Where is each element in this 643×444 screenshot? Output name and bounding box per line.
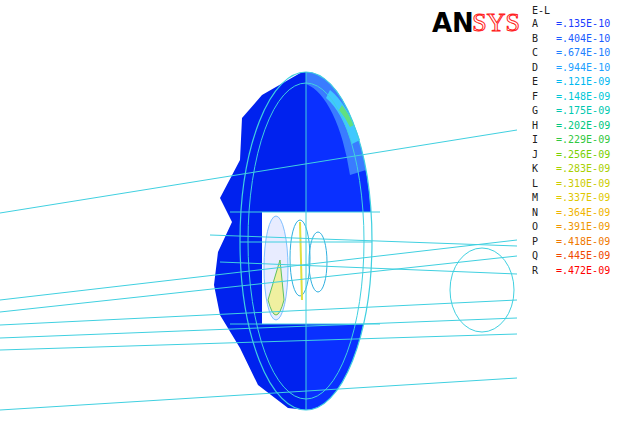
contour-value: =.121E-09: [556, 76, 610, 87]
legend-entry: =.283E-09: [556, 164, 610, 174]
contour-value: =.135E-10: [556, 18, 610, 29]
logo-text: SYS: [472, 8, 520, 38]
legend-entry: =.445E-09: [556, 251, 610, 261]
legend-entry: =.674E-10: [556, 48, 610, 58]
contour-letter: Q: [532, 251, 538, 261]
legend-entry: =.148E-09: [556, 92, 610, 102]
legend-entry: =.256E-09: [556, 150, 610, 160]
legend-entry: =.391E-09: [556, 222, 610, 232]
axis-line: [306, 72, 307, 410]
logo-text: AN: [432, 8, 474, 38]
contour-value: =.944E-10: [556, 62, 610, 73]
contour-value: =.418E-09: [556, 236, 610, 247]
contour-value: =.364E-09: [556, 207, 610, 218]
contour-letter: J: [532, 150, 538, 160]
contour-value: =.202E-09: [556, 120, 610, 131]
disc-outline: [240, 72, 372, 410]
contour-value: =.472E-09: [556, 265, 610, 276]
legend-entry: =.337E-09: [556, 193, 610, 203]
contour-value: =.674E-10: [556, 47, 610, 58]
axis-line: [240, 242, 372, 243]
stress-spot: [300, 222, 302, 300]
contour-value: =.391E-09: [556, 221, 610, 232]
contour-letter: A: [532, 19, 538, 29]
legend-entry: =.121E-09: [556, 77, 610, 87]
contour-letter: B: [532, 34, 538, 44]
legend-entry: =.418E-09: [556, 237, 610, 247]
contour-value: =.256E-09: [556, 149, 610, 160]
contour-letter: L: [532, 179, 538, 189]
contour-letter: D: [532, 63, 538, 73]
legend-entry: =.404E-10: [556, 34, 610, 44]
contour-letter: M: [532, 193, 538, 203]
legend-entry: =.364E-09: [556, 208, 610, 218]
contour-value: =.283E-09: [556, 163, 610, 174]
contour-letter: R: [532, 266, 538, 276]
contour-letter: N: [532, 208, 538, 218]
contour-value: =.148E-09: [556, 91, 610, 102]
legend-entry: =.229E-09: [556, 135, 610, 145]
contour-letter: P: [532, 237, 538, 247]
contour-value: =.310E-09: [556, 178, 610, 189]
legend-title: E-L: [532, 5, 550, 16]
contour-letter: I: [532, 135, 538, 145]
legend-entry: =.202E-09: [556, 121, 610, 131]
contour-value: =.337E-09: [556, 192, 610, 203]
contour-letter: E: [532, 77, 538, 87]
contour-letter: C: [532, 48, 538, 58]
contour-letter: K: [532, 164, 538, 174]
shaft-end: [450, 248, 514, 332]
contour-value: =.445E-09: [556, 250, 610, 261]
legend-entry: =.944E-10: [556, 63, 610, 73]
legend-entry: =.472E-09: [556, 266, 610, 276]
legend-entry: =.175E-09: [556, 106, 610, 116]
contour-value: =.404E-10: [556, 33, 610, 44]
contour-letter: F: [532, 92, 538, 102]
model-lines: [0, 130, 517, 410]
contour-letter: G: [532, 106, 538, 116]
contour-letter: O: [532, 222, 538, 232]
contour-value: =.175E-09: [556, 105, 610, 116]
contour-letter: H: [532, 121, 538, 131]
legend-entry: =.135E-10: [556, 19, 610, 29]
contour-value: =.229E-09: [556, 134, 610, 145]
legend-entry: =.310E-09: [556, 179, 610, 189]
